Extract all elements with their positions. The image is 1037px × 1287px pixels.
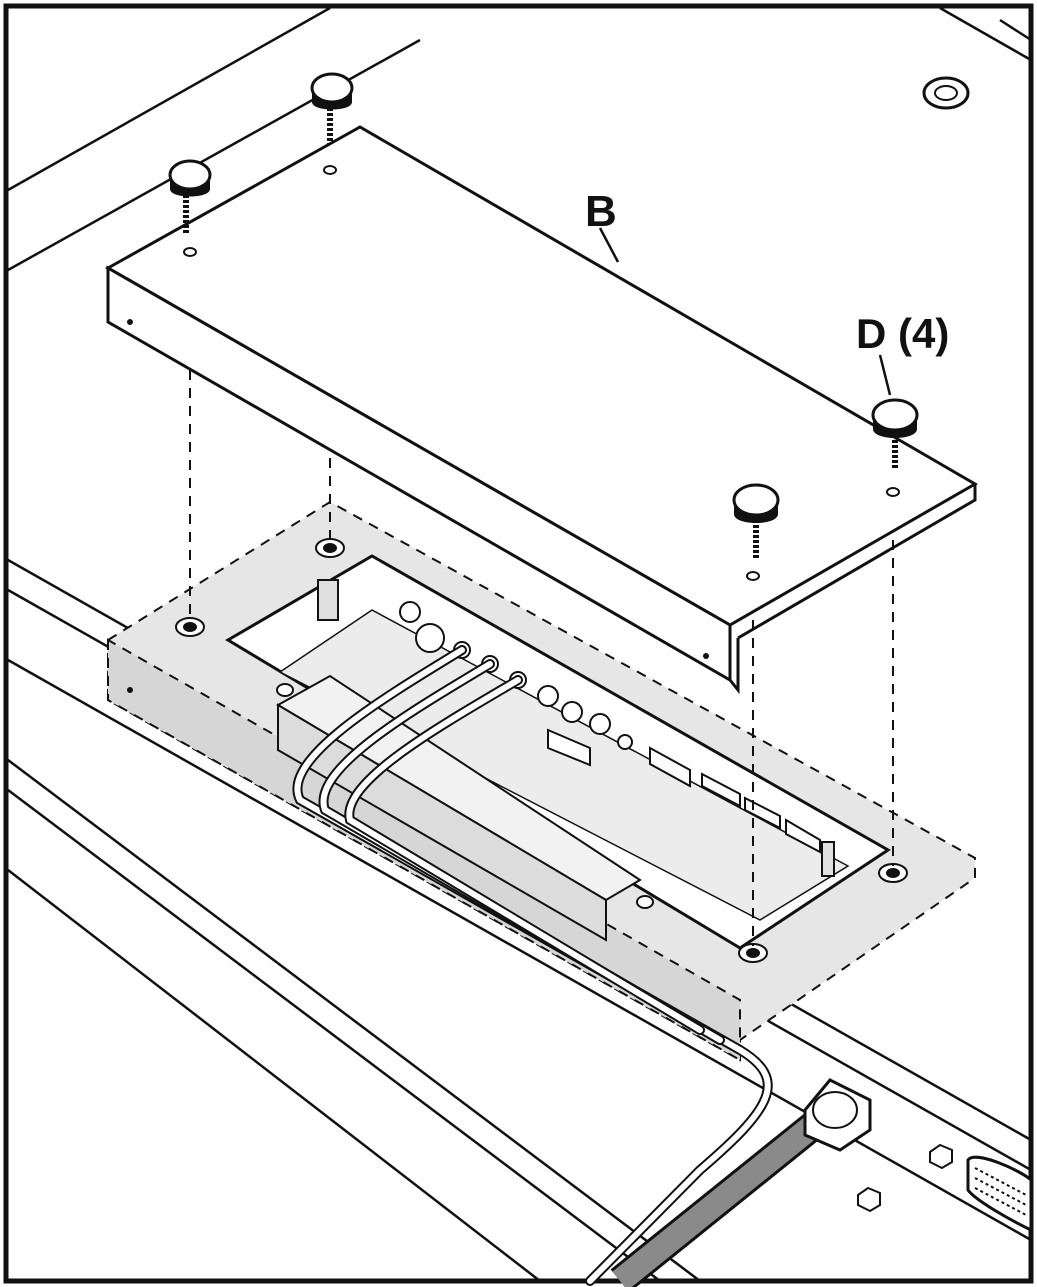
label-screws-d: D (4) — [856, 310, 949, 357]
thumb-screw — [732, 483, 780, 560]
thumb-screw — [310, 72, 354, 144]
thumb-screw — [871, 398, 919, 469]
cable-gland — [803, 1078, 872, 1152]
thumb-screw — [168, 159, 212, 233]
bottom-hardware — [857, 1143, 1033, 1233]
alignment-lines — [189, 370, 894, 946]
label-cover-b: B — [585, 187, 617, 236]
cable-bracket — [275, 674, 642, 942]
panel-hole — [878, 863, 908, 883]
panel-hole — [315, 538, 345, 558]
power-cable — [610, 1108, 830, 1287]
panel-hole — [738, 943, 768, 963]
signal-cables — [292, 645, 773, 1286]
panel-hole — [175, 617, 205, 637]
grommet — [922, 76, 970, 110]
leader-lines — [598, 227, 892, 396]
